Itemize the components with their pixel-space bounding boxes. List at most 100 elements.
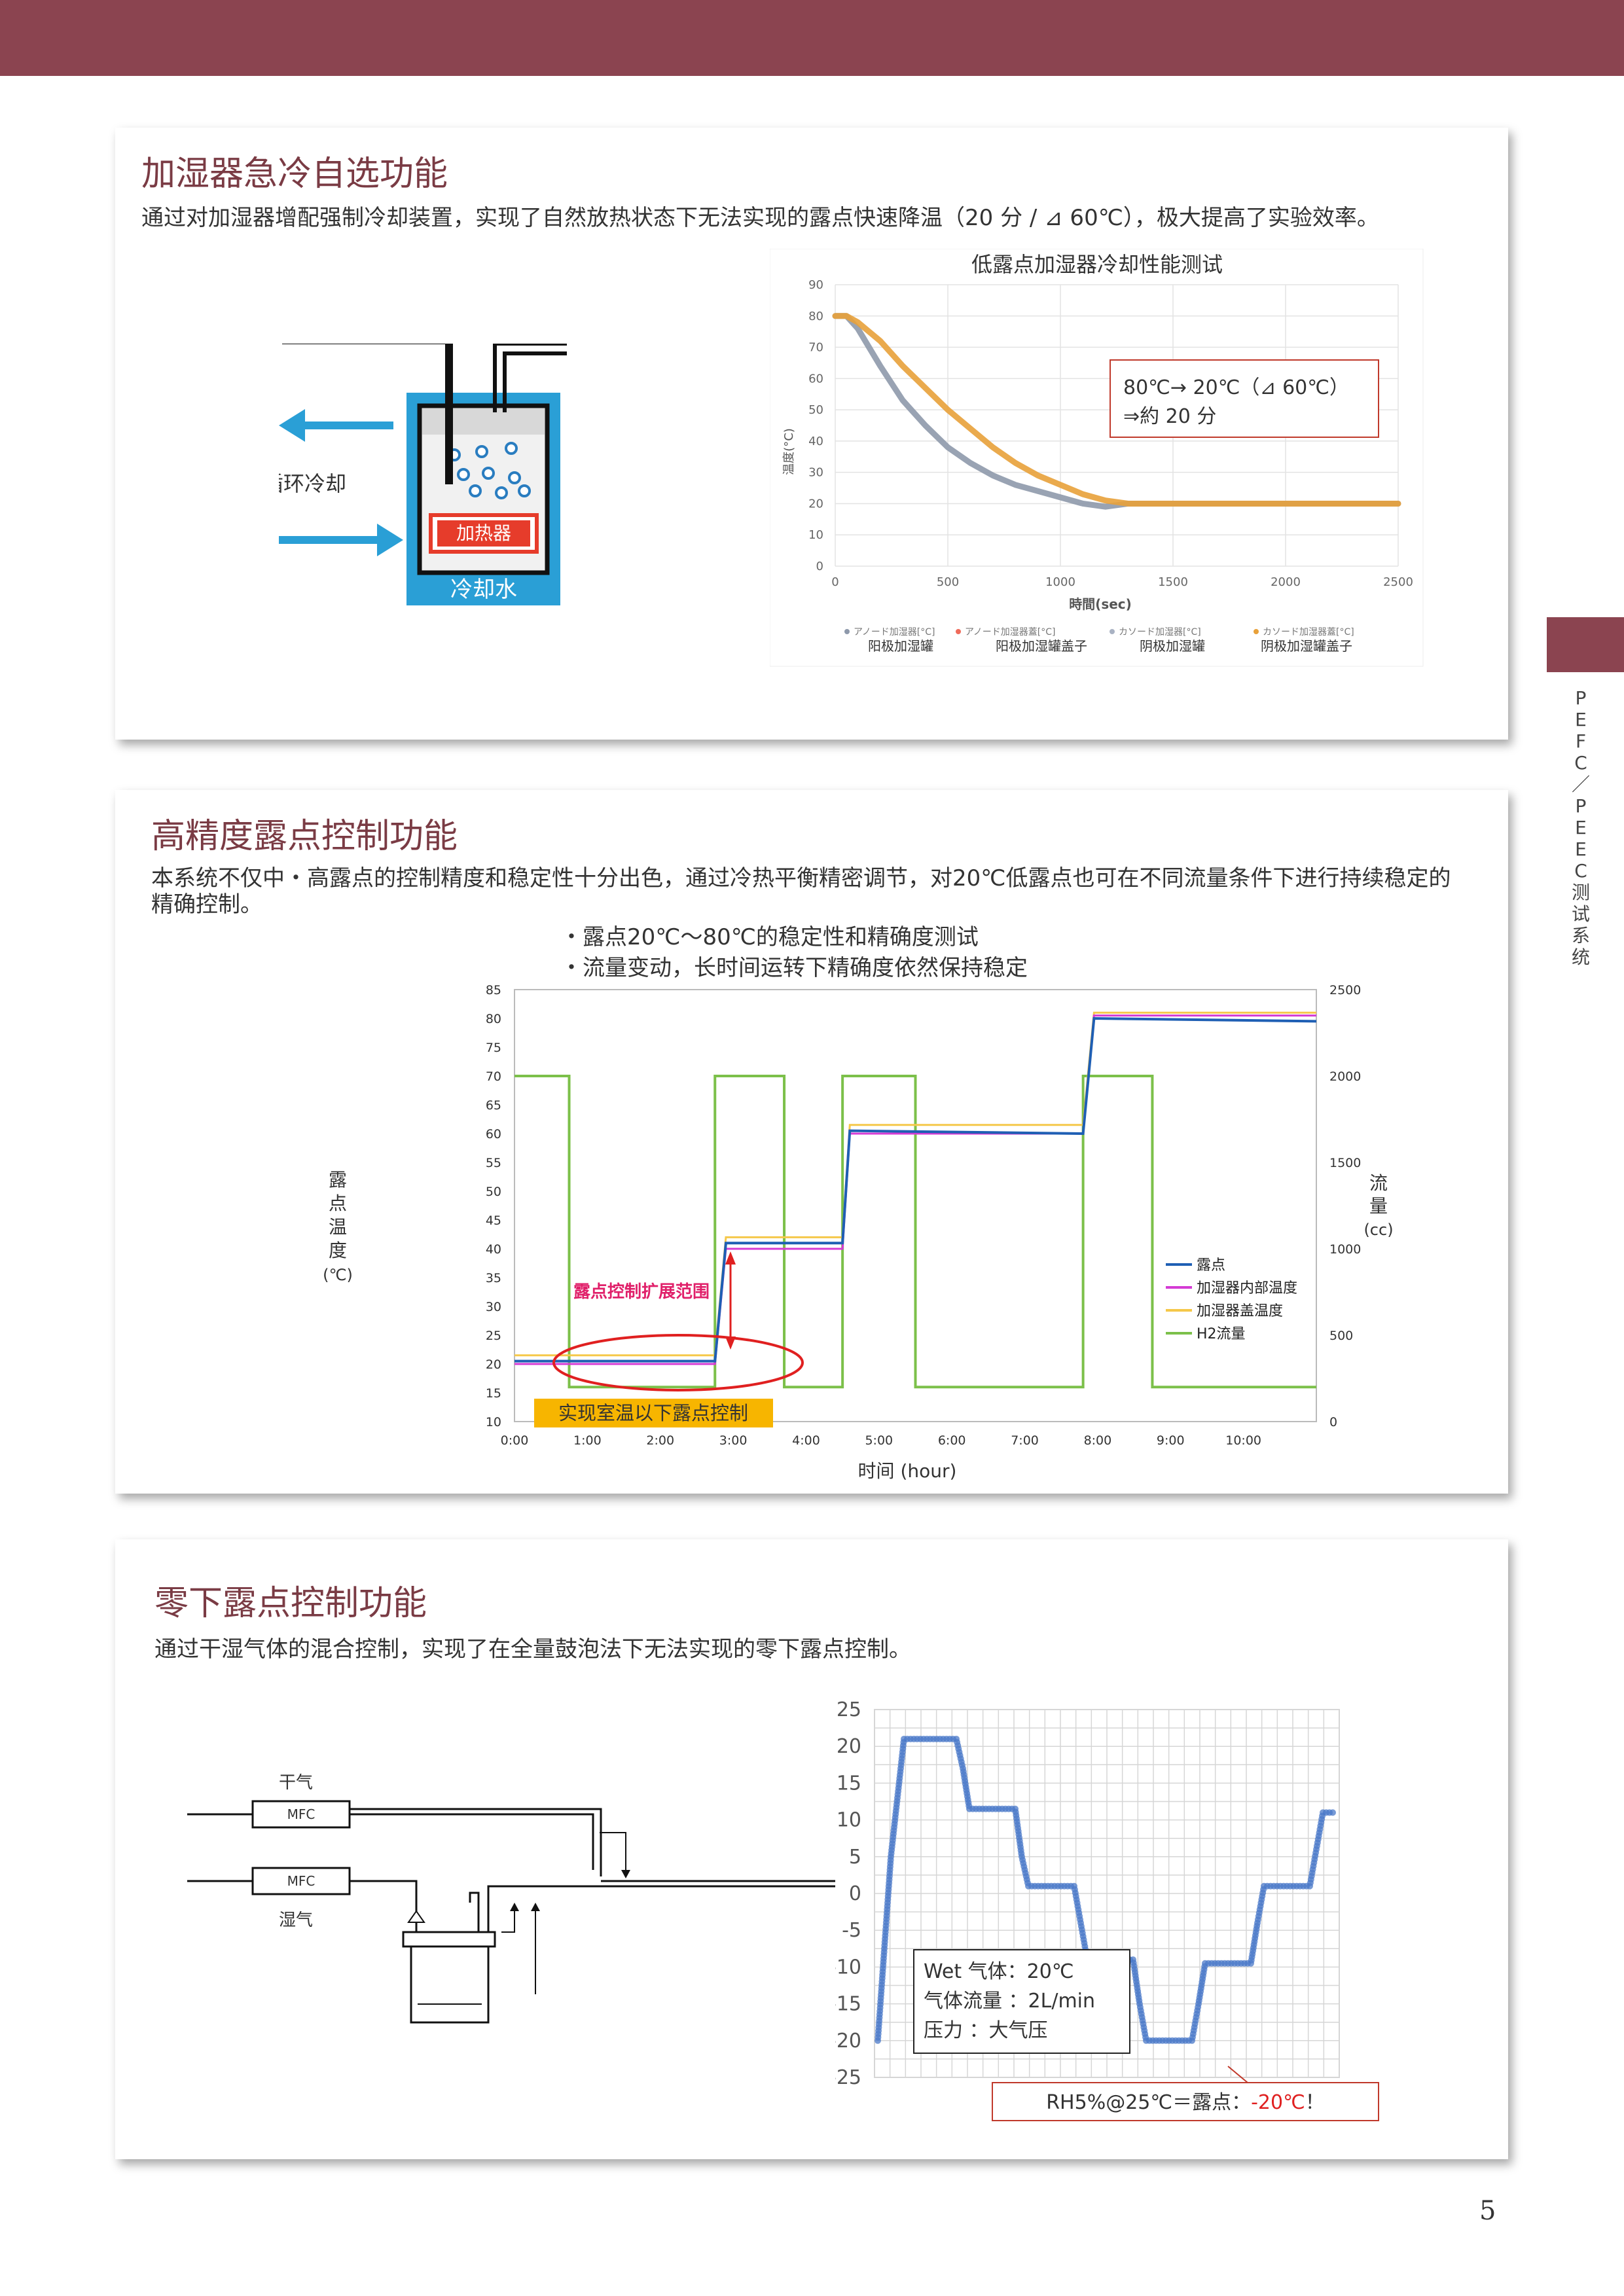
y-tick-label: 65	[486, 1098, 501, 1113]
gas-mixing-diagram: 干气 MFC MFC 湿气	[187, 1773, 835, 2024]
y-tick-label: 35	[486, 1271, 501, 1285]
y-tick-label: 10	[486, 1415, 501, 1429]
side-label-char: 测	[1571, 882, 1590, 903]
humidifier-cooling-diagram: 加热器 冷却水 循环冷却	[279, 344, 567, 605]
extended-range-ellipse	[552, 1334, 804, 1391]
y-tick-label: 20	[486, 1357, 501, 1372]
rh-note-box	[992, 2082, 1379, 2121]
y-tick-label: 5	[849, 1846, 861, 1869]
y2-axis-label-char: 流	[1369, 1172, 1388, 1194]
chart-x-label: 時間(sec)	[1069, 596, 1132, 612]
section-humidifier-quick-cooling: 加湿器急冷自选功能 通过对加湿器增配强制冷却装置，实现了自然放热状态下无法实现的…	[115, 128, 1508, 740]
legend-cn: 阴极加湿罐盖子	[1261, 638, 1352, 654]
side-label-char: E	[1575, 838, 1587, 860]
dew-point-control-chart: 1015202530354045505560657075808505001000…	[323, 983, 1393, 1482]
y2-tick-label: 2000	[1329, 1069, 1361, 1084]
plot-frame	[514, 989, 1317, 1422]
legend-jp: アノード加湿器蓋[°C]	[965, 627, 1055, 637]
y-tick-label: 10	[808, 528, 823, 542]
x-tick-label: 7:00	[1011, 1433, 1039, 1448]
gas-inlet-pipe	[282, 344, 453, 484]
annotation-line-1: 80℃→ 20℃（⊿ 60℃）	[1123, 376, 1349, 399]
rh-note-suffix: ！	[1305, 2091, 1325, 2114]
mfc-label: MFC	[287, 1873, 316, 1889]
y-tick-label: 25	[837, 1698, 861, 1721]
rh-note-value: -20℃	[1251, 2091, 1305, 2114]
chart-legend: アノード加湿器[°C] アノード加湿器蓋[°C] カソード加湿器[°C] カソー…	[844, 627, 1354, 654]
section-description: 通过对加湿器增配强制冷却装置，实现了自然放热状态下无法实现的露点快速降温（20 …	[141, 205, 1379, 231]
x-tick-label: 0	[831, 575, 839, 589]
gas-outlet-pipe	[493, 344, 567, 412]
y-tick-label: 55	[486, 1156, 501, 1170]
side-label-char: P	[1575, 687, 1587, 709]
y2-tick-label: 2500	[1329, 983, 1361, 997]
x-tick-label: 2:00	[646, 1433, 674, 1448]
side-label-char: F	[1575, 730, 1587, 752]
legend-jp: アノード加湿器[°C]	[854, 627, 935, 637]
section-subzero-dew-point: 零下露点控制功能 通过干湿气体的混合控制，实现了在全量鼓泡法下无法实现的零下露点…	[115, 1539, 1508, 2159]
y-tick-label: 85	[486, 983, 501, 997]
below-room-temp-label: 实现室温以下露点控制	[558, 1402, 748, 1424]
bubbler-lid	[402, 1931, 496, 1948]
side-label: P E F C ／ P E E C 测 试 系 统	[1561, 687, 1600, 968]
y-tick-label: -15	[835, 1993, 861, 2016]
annotation-box	[1110, 359, 1379, 438]
y-axis-label-char: 度	[329, 1240, 347, 1261]
side-label-char: E	[1575, 709, 1587, 730]
x-tick-label: 8:00	[1084, 1433, 1112, 1448]
y-tick-label: 30	[486, 1300, 501, 1314]
y-axis-label-char: 露	[329, 1169, 347, 1191]
y-tick-label: 40	[486, 1242, 501, 1257]
y-tick-label: -25	[835, 2066, 861, 2089]
y-axis-label-unit: (℃)	[323, 1266, 353, 1284]
legend-label: H2流量	[1197, 1326, 1246, 1342]
cooling-label: 循环冷却	[279, 471, 346, 496]
legend-label: 加湿器内部温度	[1197, 1280, 1297, 1297]
legend-label: 加湿器盖温度	[1197, 1303, 1283, 1319]
extended-range-label: 露点控制扩展范围	[573, 1282, 710, 1302]
y-tick-label: 90	[808, 278, 823, 292]
section-title: 高精度露点控制功能	[151, 817, 458, 856]
top-banner	[0, 0, 1624, 76]
x-tick-label: 10:00	[1225, 1433, 1261, 1448]
y-tick-label: 0	[816, 560, 823, 573]
wet-gas-label: 湿气	[279, 1910, 313, 1930]
y2-tick-label: 1000	[1329, 1242, 1361, 1257]
heater-label: 加热器	[456, 522, 511, 544]
series-line	[832, 313, 1401, 507]
legend-cn: 阳极加湿罐盖子	[996, 638, 1087, 654]
test-note-2: ・流量变动，长时间运转下精确度依然保持稳定	[560, 955, 1028, 981]
x-tick-label: 1:00	[573, 1433, 602, 1448]
y-tick-label: 70	[808, 341, 823, 355]
side-label-char: 试	[1571, 903, 1590, 925]
side-label-char: P	[1575, 795, 1587, 817]
y2-tick-label: 500	[1329, 1329, 1353, 1343]
bubbler-vessel	[410, 1946, 490, 2024]
side-label-char: 统	[1571, 946, 1590, 968]
annotation-line-2: ⇒約 20 分	[1123, 405, 1216, 428]
y-tick-label: 10	[837, 1809, 861, 1832]
x-tick-label: 1000	[1045, 575, 1075, 589]
y-tick-label: 75	[486, 1041, 501, 1055]
chart-x-label: 时间 (hour)	[858, 1460, 957, 1482]
y-tick-label: 70	[486, 1069, 501, 1084]
section-dew-point-control: 高精度露点控制功能 本系统不仅中・高露点的控制精度和稳定性十分出色，通过冷热平衡…	[115, 790, 1508, 1494]
y2-axis-label-unit: (cc)	[1363, 1221, 1393, 1239]
y-axis-label-char: 温	[329, 1216, 347, 1238]
y-tick-label: 15	[486, 1386, 501, 1401]
info-box	[913, 1949, 1130, 2054]
x-tick-label: 4:00	[792, 1433, 820, 1448]
y-tick-label: -10	[835, 1956, 861, 1979]
x-tick-label: 1500	[1158, 575, 1188, 589]
data-point	[1329, 1809, 1336, 1816]
info-line-2: 气体流量 ：2L/min	[924, 1990, 1095, 2013]
legend-label: 露点	[1197, 1257, 1225, 1274]
x-tick-label: 2000	[1271, 575, 1301, 589]
legend-jp: カソード加湿器[°C]	[1119, 627, 1201, 637]
y-tick-label: 15	[837, 1772, 861, 1795]
legend-cn: 阴极加湿罐	[1140, 638, 1205, 654]
y-tick-label: -5	[842, 1919, 861, 1942]
